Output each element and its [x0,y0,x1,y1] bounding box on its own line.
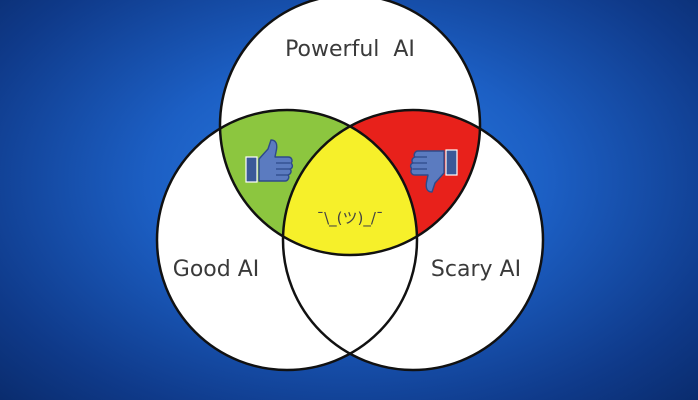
outline-scary-ai [281,108,545,372]
shrug-text: ¯\_(ツ)_/¯ [317,209,384,228]
thumbs-down-icon [409,149,458,193]
label-good-ai: Good AI [173,257,259,282]
thumbs-up-icon [245,139,294,183]
outline-powerful-ai [218,0,482,257]
label-scary-ai: Scary AI [431,257,521,282]
label-powerful-ai: Powerful AI [285,37,415,62]
outline-good-ai [155,108,419,372]
